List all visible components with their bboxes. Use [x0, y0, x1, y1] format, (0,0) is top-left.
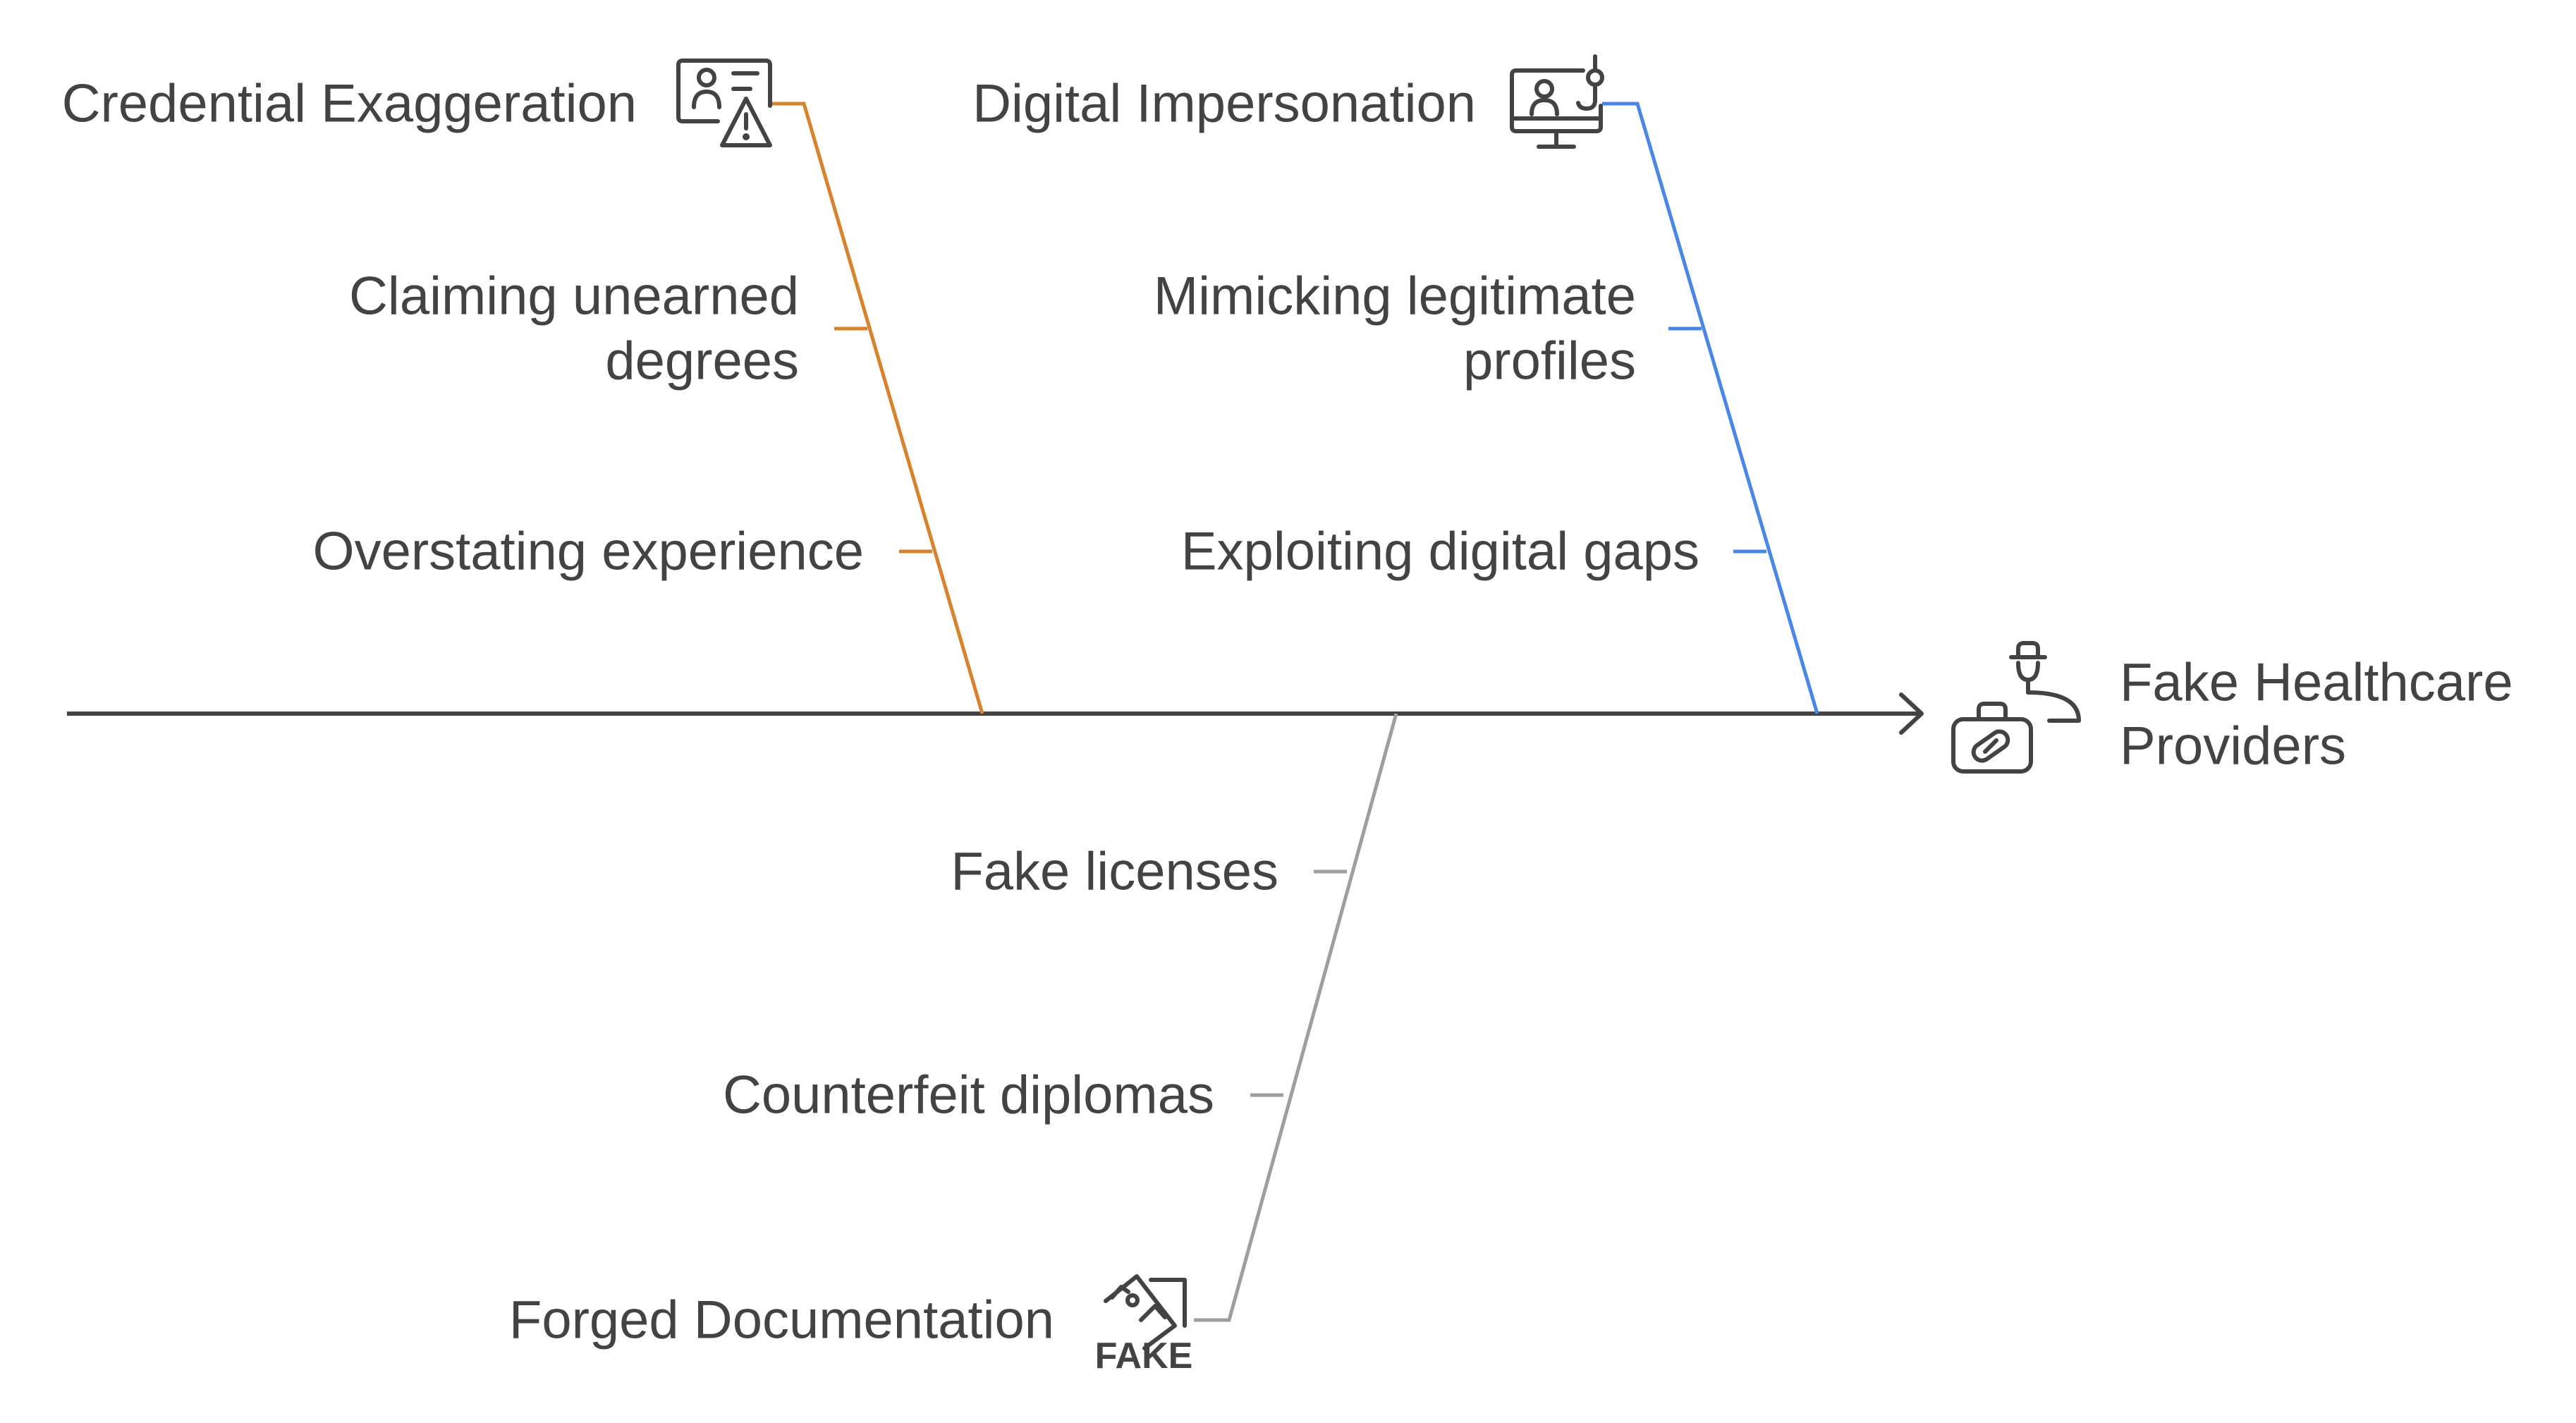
fake-doctor-pill-icon [1951, 641, 2081, 774]
cause-label: degrees [605, 331, 799, 391]
category-title: Digital Impersonation [972, 74, 1476, 134]
cause-label: Claiming unearned [349, 267, 799, 326]
branch-line [769, 102, 984, 714]
cause-label: Overstating experience [312, 522, 864, 582]
category-digital-impersonation: Digital Impersonation Mimicking legitima… [972, 54, 1819, 714]
category-credential-exaggeration: Credential Exaggeration Claiming unearne… [62, 59, 984, 714]
effect-label: Providers [2120, 716, 2346, 776]
cause-label: Counterfeit diplomas [723, 1065, 1214, 1125]
branch-line [1602, 102, 1819, 714]
effect-label: Fake Healthcare [2120, 653, 2513, 713]
id-card-warning-icon [676, 59, 772, 147]
cause-label: Mimicking legitimate [1154, 267, 1636, 326]
category-forged-documentation: Fake licenses Counterfeit diplomas Forge… [509, 713, 1398, 1376]
category-title: Credential Exaggeration [62, 74, 637, 134]
category-title: Forged Documentation [509, 1290, 1054, 1350]
spine-arrowhead [1899, 692, 1924, 735]
cause-label: profiles [1463, 331, 1636, 391]
effect-head: Fake Healthcare Providers [1951, 641, 2513, 776]
branch-line [1194, 713, 1398, 1322]
cause-label: Fake licenses [951, 842, 1278, 902]
cause-label: Exploiting digital gaps [1181, 522, 1699, 582]
fake-stamp-text: FAKE [1095, 1336, 1193, 1376]
fake-document-icon: FAKE [1095, 1274, 1193, 1376]
monitor-phishing-icon [1510, 54, 1604, 149]
